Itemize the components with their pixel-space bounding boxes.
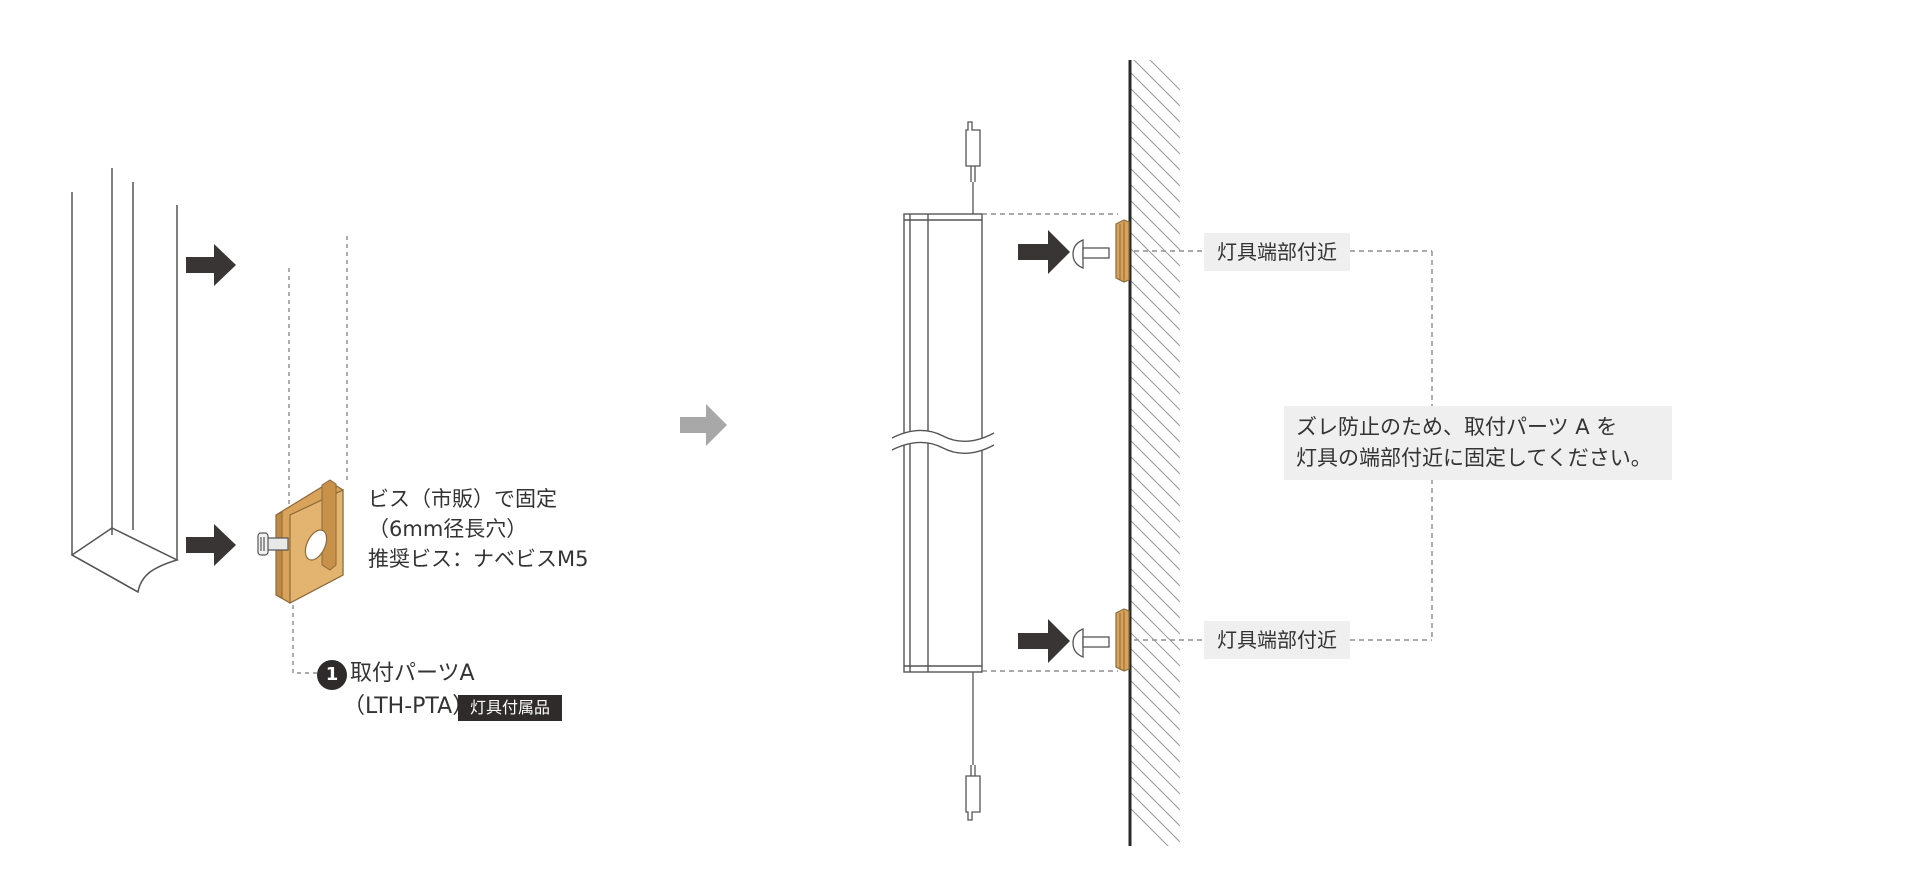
bracket-guide-lines	[288, 236, 348, 674]
length-break-mark	[891, 429, 995, 454]
fixture-profile-perspective	[70, 168, 180, 594]
part-name: 取付パーツA	[350, 661, 475, 686]
fix-instruction-line1: ズレ防止のため、取付パーツ A を	[1296, 415, 1618, 439]
fix-arrow-bottom	[1018, 619, 1070, 663]
screw-note-line2: （6mm径長穴）	[368, 517, 528, 541]
part-number-badge: 1	[317, 660, 347, 690]
wall-bracket-bottom	[1115, 608, 1130, 672]
screw-note: ビス（市販）で固定 （6mm径長穴） 推奨ビス：ナベビスM5	[368, 484, 588, 574]
screw-side-top-icon	[1072, 239, 1110, 269]
mounting-part-a-icon	[275, 479, 344, 604]
label-top-end: 灯具端部付近	[1204, 233, 1350, 271]
screw-icon	[257, 532, 289, 556]
fix-arrow-top	[1018, 230, 1070, 274]
insert-arrow-bottom	[186, 524, 236, 566]
screw-note-line3: 推奨ビス：ナベビスM5	[368, 547, 589, 571]
screw-note-line1: ビス（市販）で固定	[368, 487, 557, 511]
fix-instruction-line2: 灯具の端部付近に固定してください。	[1296, 446, 1652, 470]
bottom-connector-icon	[965, 672, 981, 821]
accessory-badge: 灯具付属品	[458, 695, 563, 721]
screw-side-bottom-icon	[1072, 628, 1110, 658]
top-connector-icon	[965, 121, 981, 215]
part-code: （LTH-PTA）	[343, 694, 475, 719]
next-step-arrow	[680, 404, 727, 446]
wall-hatching	[1130, 60, 1180, 846]
fix-instruction-note: ズレ防止のため、取付パーツ A を 灯具の端部付近に固定してください。	[1284, 406, 1672, 480]
insert-arrow-top	[186, 244, 236, 286]
label-bottom-end: 灯具端部付近	[1204, 621, 1350, 659]
wall-bracket-top	[1115, 219, 1130, 283]
